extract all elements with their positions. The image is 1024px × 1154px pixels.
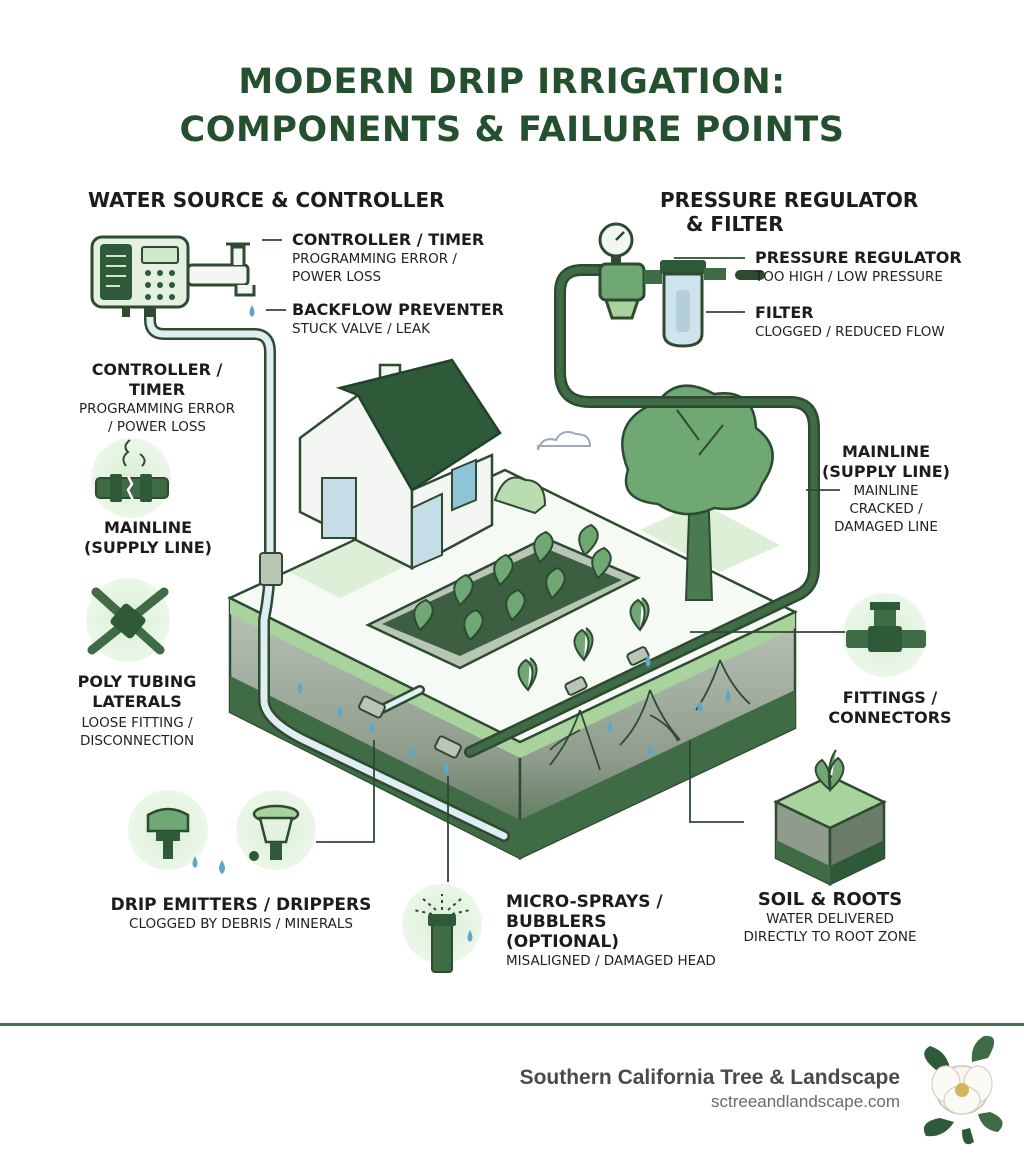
filter-icon [644,260,726,348]
controller-icon [90,235,190,317]
callout-controller-top: CONTROLLER / TIMER PROGRAMMING ERROR / P… [292,230,485,285]
dripper-icon-2 [219,804,300,874]
footer-url[interactable]: sctreeandlandscape.com [710,1092,900,1111]
regulator-icon [598,262,646,320]
title-line-2: COMPONENTS & FAILURE POINTS [179,110,845,150]
callout-micro-sprays: MICRO-SPRAYS / BUBBLERS (OPTIONAL) MISAL… [506,892,716,969]
footer-divider [0,1023,1024,1026]
tubing-cross-icon [87,587,169,655]
section-pressure-filter: PRESSURE REGULATOR & FILTER [660,188,919,236]
title-line-1: MODERN DRIP IRRIGATION: [238,62,786,102]
section-water-source: WATER SOURCE & CONTROLLER [88,188,445,212]
callout-backflow: BACKFLOW PREVENTER STUCK VALVE / LEAK [292,300,504,337]
callout-mainline-left: MAINLINE (SUPPLY LINE) [84,518,212,557]
callout-filter: FILTER CLOGGED / REDUCED FLOW [755,303,945,340]
supply-pipes [144,264,820,842]
soil-block-icon [773,749,887,886]
cracked-pipe-icon [95,439,169,502]
dripper-icon [146,807,198,868]
callout-controller-left: CONTROLLER / TIMER PROGRAMMING ERROR / P… [78,360,236,435]
seedlings [517,597,650,692]
raised-bed [365,523,641,670]
magnolia-logo-icon [923,1035,1003,1145]
callout-drip-emitters: DRIP EMITTERS / DRIPPERS CLOGGED BY DEBR… [110,895,372,932]
micro-spray-icon [413,894,473,973]
pipe-fittings [259,552,650,759]
leader-lines [262,239,845,882]
callout-pressure-regulator: PRESSURE REGULATOR TOO HIGH / LOW PRESSU… [755,248,962,285]
callout-poly-tubing: POLY TUBING LATERALS LOOSE FITTING / DIS… [77,672,197,749]
pressure-gauge-icon [598,222,634,265]
house [298,358,592,571]
footer-company: Southern California Tree & Landscape [519,1066,900,1089]
callout-soil-roots: SOIL & ROOTS WATER DELIVERED DIRECTLY TO… [743,889,917,946]
page-title: MODERN DRIP IRRIGATION: COMPONENTS & FAI… [0,58,1024,154]
faucet-icon [186,242,256,317]
callout-mainline-right: MAINLINE (SUPPLY LINE) MAINLINE CRACKED … [822,442,950,535]
tee-fitting-icon [846,602,926,652]
callout-fittings: FITTINGS / CONNECTORS [828,688,952,727]
water-drops [297,655,731,774]
tree [621,384,774,601]
